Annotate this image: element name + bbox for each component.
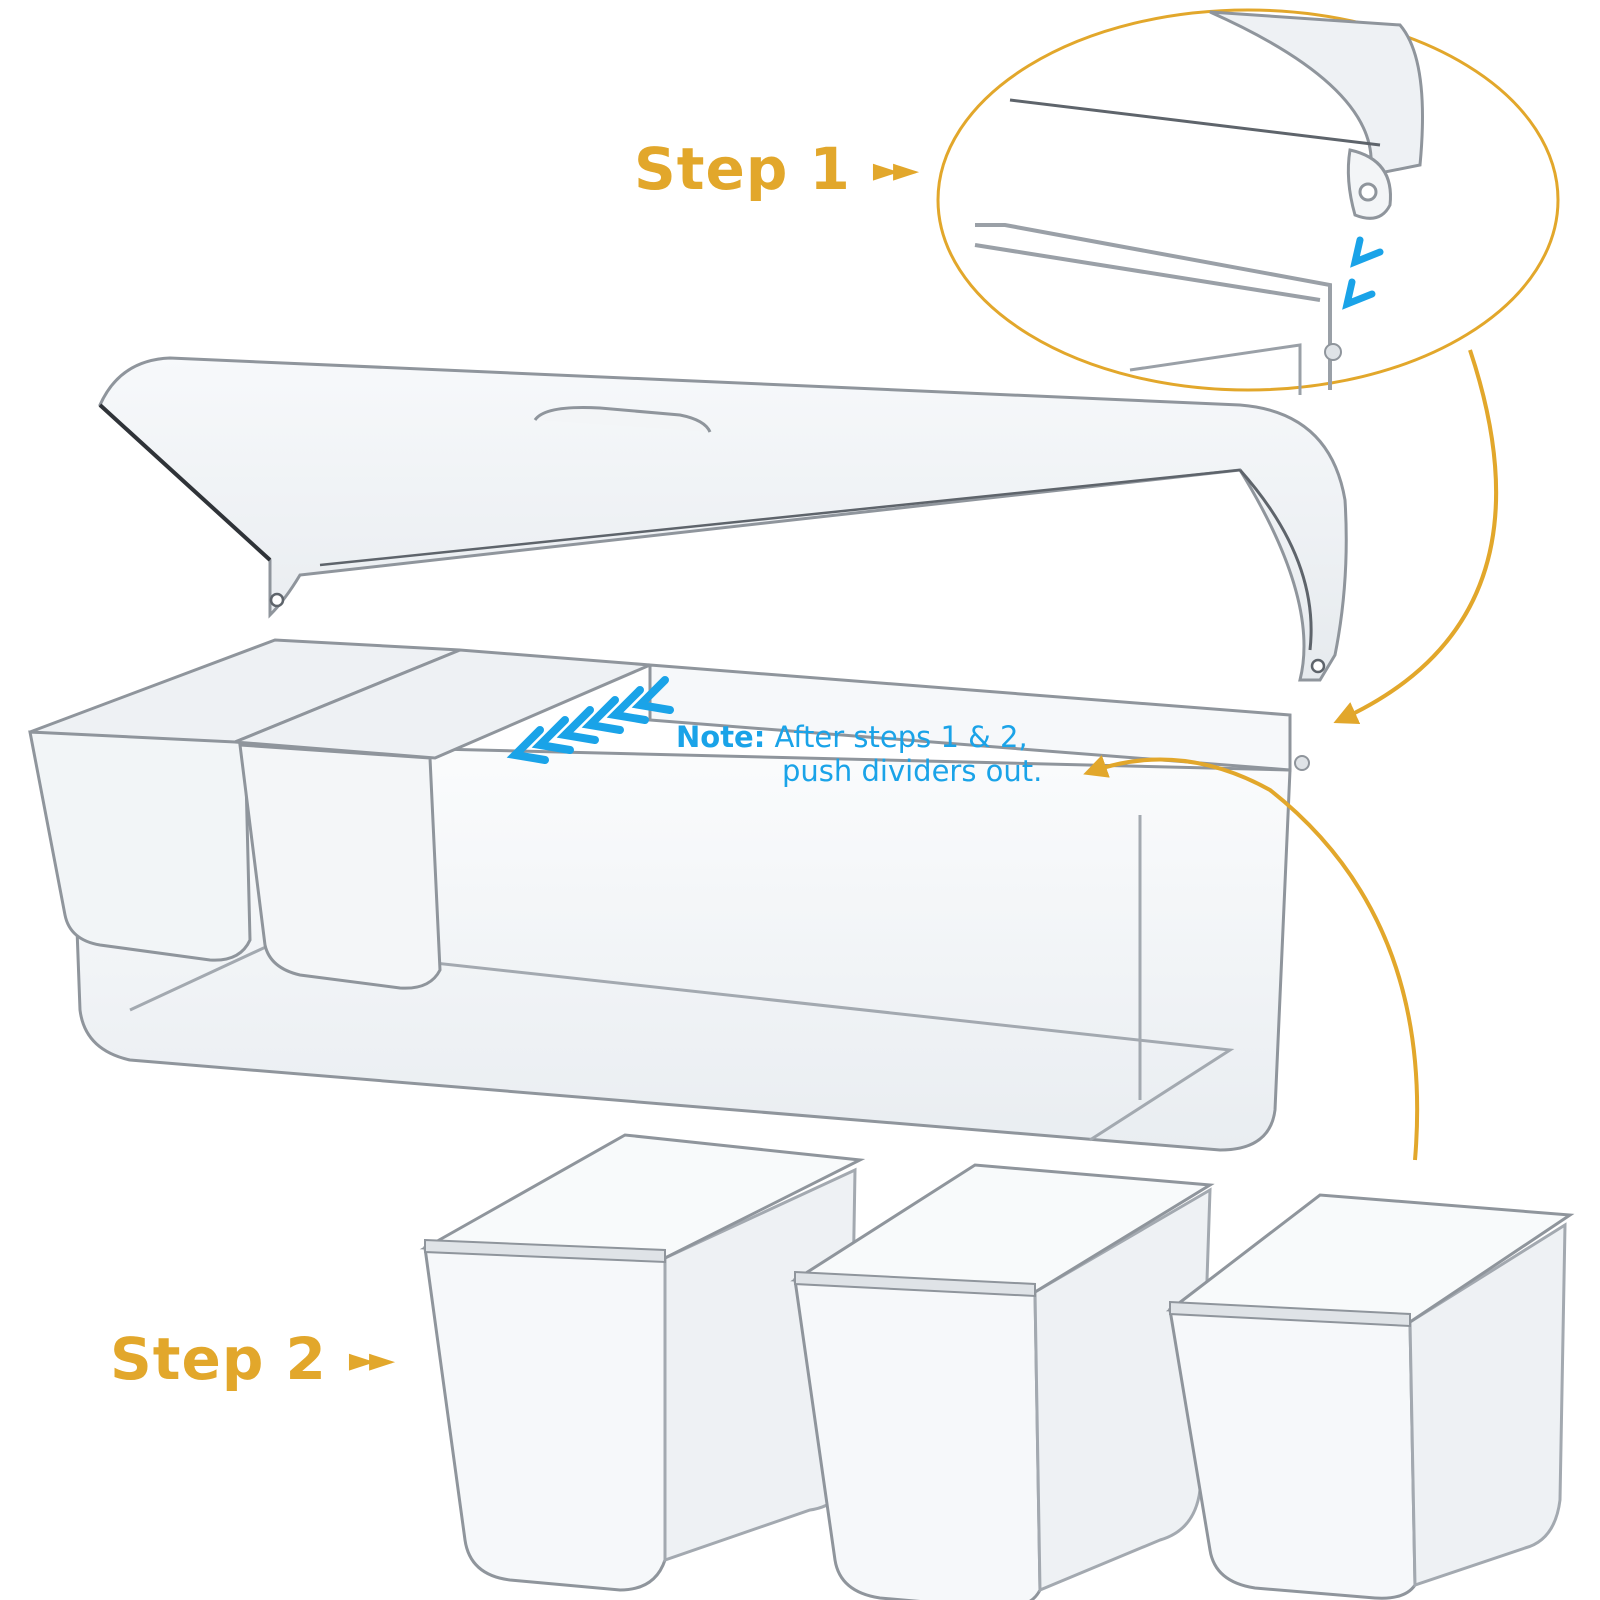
note-callout: Note: After steps 1 & 2, push dividers o… [676, 720, 1042, 788]
box-rim [648, 663, 1292, 772]
detail-inset-circle [936, 8, 1560, 392]
inserted-divider-1 [28, 730, 252, 962]
divider-cup-2 [790, 1163, 1215, 1600]
chevron-left-icon [506, 676, 674, 764]
detail-inset [936, 8, 1560, 395]
box-floor [129, 943, 1235, 1142]
double-arrow-right-icon: ►► [872, 150, 919, 190]
curved-arrow-icon [1083, 755, 1420, 1161]
chevron-down-icon [1342, 236, 1384, 310]
inset-box-rim [974, 223, 1332, 390]
step-1-label: Step 1►► [634, 140, 919, 198]
curved-arrow-icon [1333, 349, 1499, 724]
inset-pin [1324, 343, 1342, 361]
step-2-label: Step 2►► [110, 1330, 395, 1388]
lid-handle [533, 406, 712, 433]
step-1-text: Step 1 [634, 135, 851, 203]
note-line-1: After steps 1 & 2, [774, 720, 1028, 754]
divider-cup-1 [419, 1133, 866, 1592]
lid [98, 356, 1348, 682]
divider-cup-3 [1165, 1193, 1575, 1600]
inserted-divider-2 [238, 743, 442, 990]
loose-dividers [419, 1133, 1575, 1600]
main-box [28, 638, 1310, 1152]
note-label: Note: [676, 720, 766, 754]
step-2-text: Step 2 [110, 1325, 327, 1393]
double-arrow-right-icon: ►► [348, 1340, 395, 1380]
note-line-2: push dividers out. [782, 754, 1043, 788]
